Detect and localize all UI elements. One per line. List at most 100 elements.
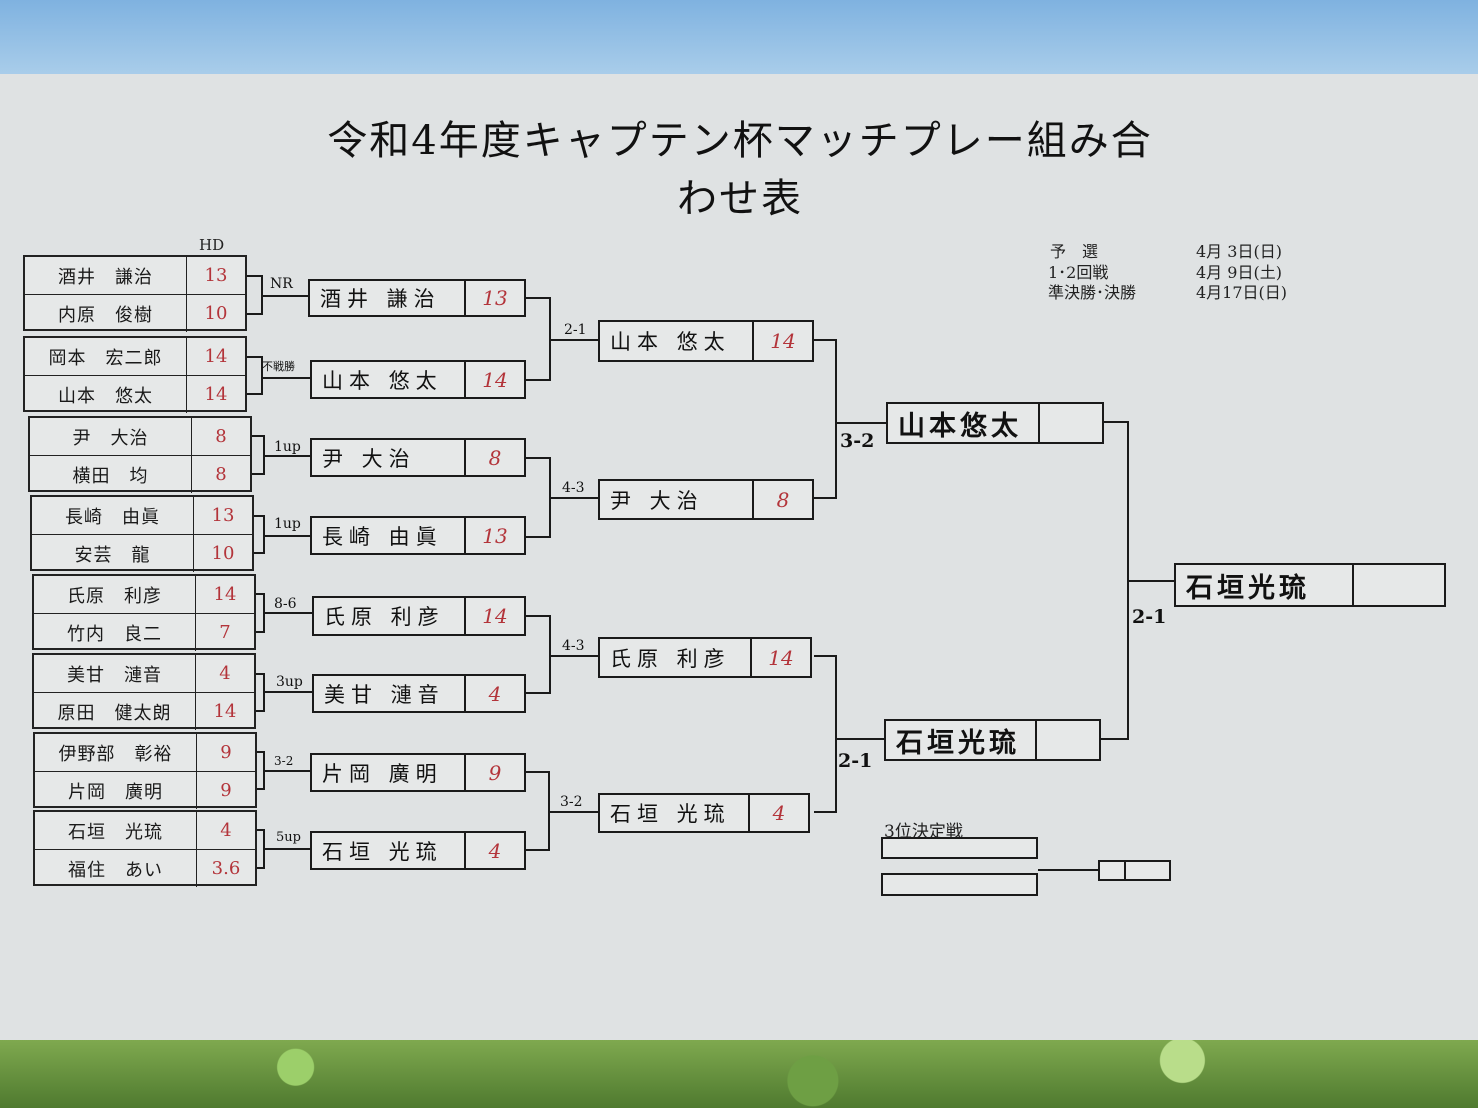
player-handicap: 13 — [211, 505, 235, 526]
sky-background — [0, 0, 1478, 75]
winner-score: 9 — [488, 760, 502, 785]
player-handicap: 9 — [220, 742, 232, 763]
winner-score: 4 — [488, 681, 502, 706]
pair-block: 石垣 光琉 4 福住 あい 3.6 — [33, 810, 257, 887]
winner-name: 尹 大治 — [600, 481, 754, 518]
champion-name: 石垣光琉 — [1176, 565, 1354, 605]
winner-name: 長崎 由眞 — [312, 518, 466, 553]
player-name: 福住 あい — [35, 850, 197, 887]
player-name: 内原 俊樹 — [25, 295, 187, 332]
final-result: 2-1 — [1132, 606, 1167, 628]
third-place-cell — [1100, 862, 1126, 879]
player-row: 山本 悠太 14 — [25, 376, 245, 413]
player-handicap: 4 — [220, 820, 232, 841]
player-row: 福住 あい 3.6 — [35, 850, 255, 887]
player-row: 横田 均 8 — [30, 456, 250, 493]
player-handicap: 3.6 — [211, 858, 241, 879]
winner-score — [1040, 404, 1102, 442]
player-handicap: 4 — [219, 663, 231, 684]
round2-winner-box: 山本 悠太 14 — [598, 320, 814, 362]
player-row: 氏原 利彦 14 — [34, 576, 254, 614]
player-name: 尹 大治 — [30, 418, 192, 455]
schedule-round-1: 1･2回戦 — [1048, 263, 1109, 282]
round1-result: 1up — [274, 516, 301, 532]
semi-result: 2-1 — [838, 750, 873, 772]
round2-winner-box: 氏原 利彦 14 — [598, 637, 812, 678]
player-name: 原田 健太朗 — [34, 693, 196, 730]
third-place-slot — [881, 837, 1038, 859]
hd-header: HD — [199, 236, 225, 254]
player-name: 美甘 漣音 — [34, 655, 196, 692]
player-name: 横田 均 — [30, 456, 192, 493]
winner-name: 酒井 謙治 — [310, 281, 466, 315]
round1-winner-box: 石垣 光琉 4 — [310, 831, 526, 870]
winner-score: 8 — [776, 487, 790, 512]
winner-name: 山本 悠太 — [312, 362, 466, 397]
player-name: 石垣 光琉 — [35, 812, 197, 849]
champion-box: 石垣光琉 — [1174, 563, 1446, 607]
third-place-winner-box — [1098, 860, 1171, 881]
schedule-date-0: 4月 3日(日) — [1196, 242, 1282, 261]
schedule-date-1: 4月 9日(土) — [1196, 263, 1282, 282]
player-row: 原田 健太朗 14 — [34, 693, 254, 730]
winner-name: 石垣 光琉 — [312, 833, 466, 868]
schedule-round-0: 予 選 — [1050, 242, 1099, 261]
round1-winner-box: 尹 大治 8 — [310, 438, 526, 477]
winner-score: 13 — [482, 523, 508, 548]
semi-winner-box: 石垣光琉 — [884, 719, 1101, 761]
winner-score: 14 — [768, 645, 794, 670]
round2-winner-box: 尹 大治 8 — [598, 479, 814, 520]
third-place-slot — [881, 873, 1038, 896]
player-row: 美甘 漣音 4 — [34, 655, 254, 693]
player-name: 長崎 由眞 — [32, 497, 194, 534]
winner-score: 14 — [770, 329, 796, 353]
player-handicap: 14 — [204, 384, 228, 405]
winner-score: 4 — [488, 838, 502, 863]
page-title: 令和4年度キャプテン杯マッチプレー組み合わせ表 — [327, 118, 1153, 222]
player-handicap: 13 — [204, 265, 228, 286]
player-handicap: 10 — [211, 543, 235, 564]
player-handicap: 10 — [204, 303, 228, 324]
winner-name: 氏原 利彦 — [314, 598, 466, 634]
winner-name: 氏原 利彦 — [600, 639, 752, 676]
player-handicap: 8 — [215, 426, 227, 447]
round1-result: 不戦勝 — [262, 360, 295, 373]
round1-result: 3up — [276, 674, 303, 690]
winner-score: 8 — [488, 445, 502, 470]
semi-result: 3-2 — [840, 430, 875, 452]
winner-name: 石垣光琉 — [886, 721, 1037, 759]
winner-name: 美甘 漣音 — [314, 676, 466, 711]
round1-result: NR — [270, 276, 293, 292]
player-handicap: 7 — [219, 622, 231, 643]
player-handicap: 9 — [220, 780, 232, 801]
player-handicap: 8 — [215, 464, 227, 485]
winner-name: 山本 悠太 — [600, 322, 754, 360]
player-row: 尹 大治 8 — [30, 418, 250, 456]
player-handicap: 14 — [213, 584, 237, 605]
player-name: 山本 悠太 — [25, 376, 187, 413]
winner-score: 4 — [772, 801, 786, 825]
round2-result: 2-1 — [564, 322, 587, 338]
player-name: 氏原 利彦 — [34, 576, 196, 613]
round1-winner-box: 美甘 漣音 4 — [312, 674, 526, 713]
player-handicap: 14 — [213, 701, 237, 722]
player-row: 石垣 光琉 4 — [35, 812, 255, 850]
winner-name: 尹 大治 — [312, 440, 466, 475]
round1-winner-box: 長崎 由眞 13 — [310, 516, 526, 555]
round1-result: 8-6 — [274, 596, 297, 612]
pair-block: 尹 大治 8 横田 均 8 — [28, 416, 252, 493]
round1-result: 1up — [274, 439, 301, 455]
